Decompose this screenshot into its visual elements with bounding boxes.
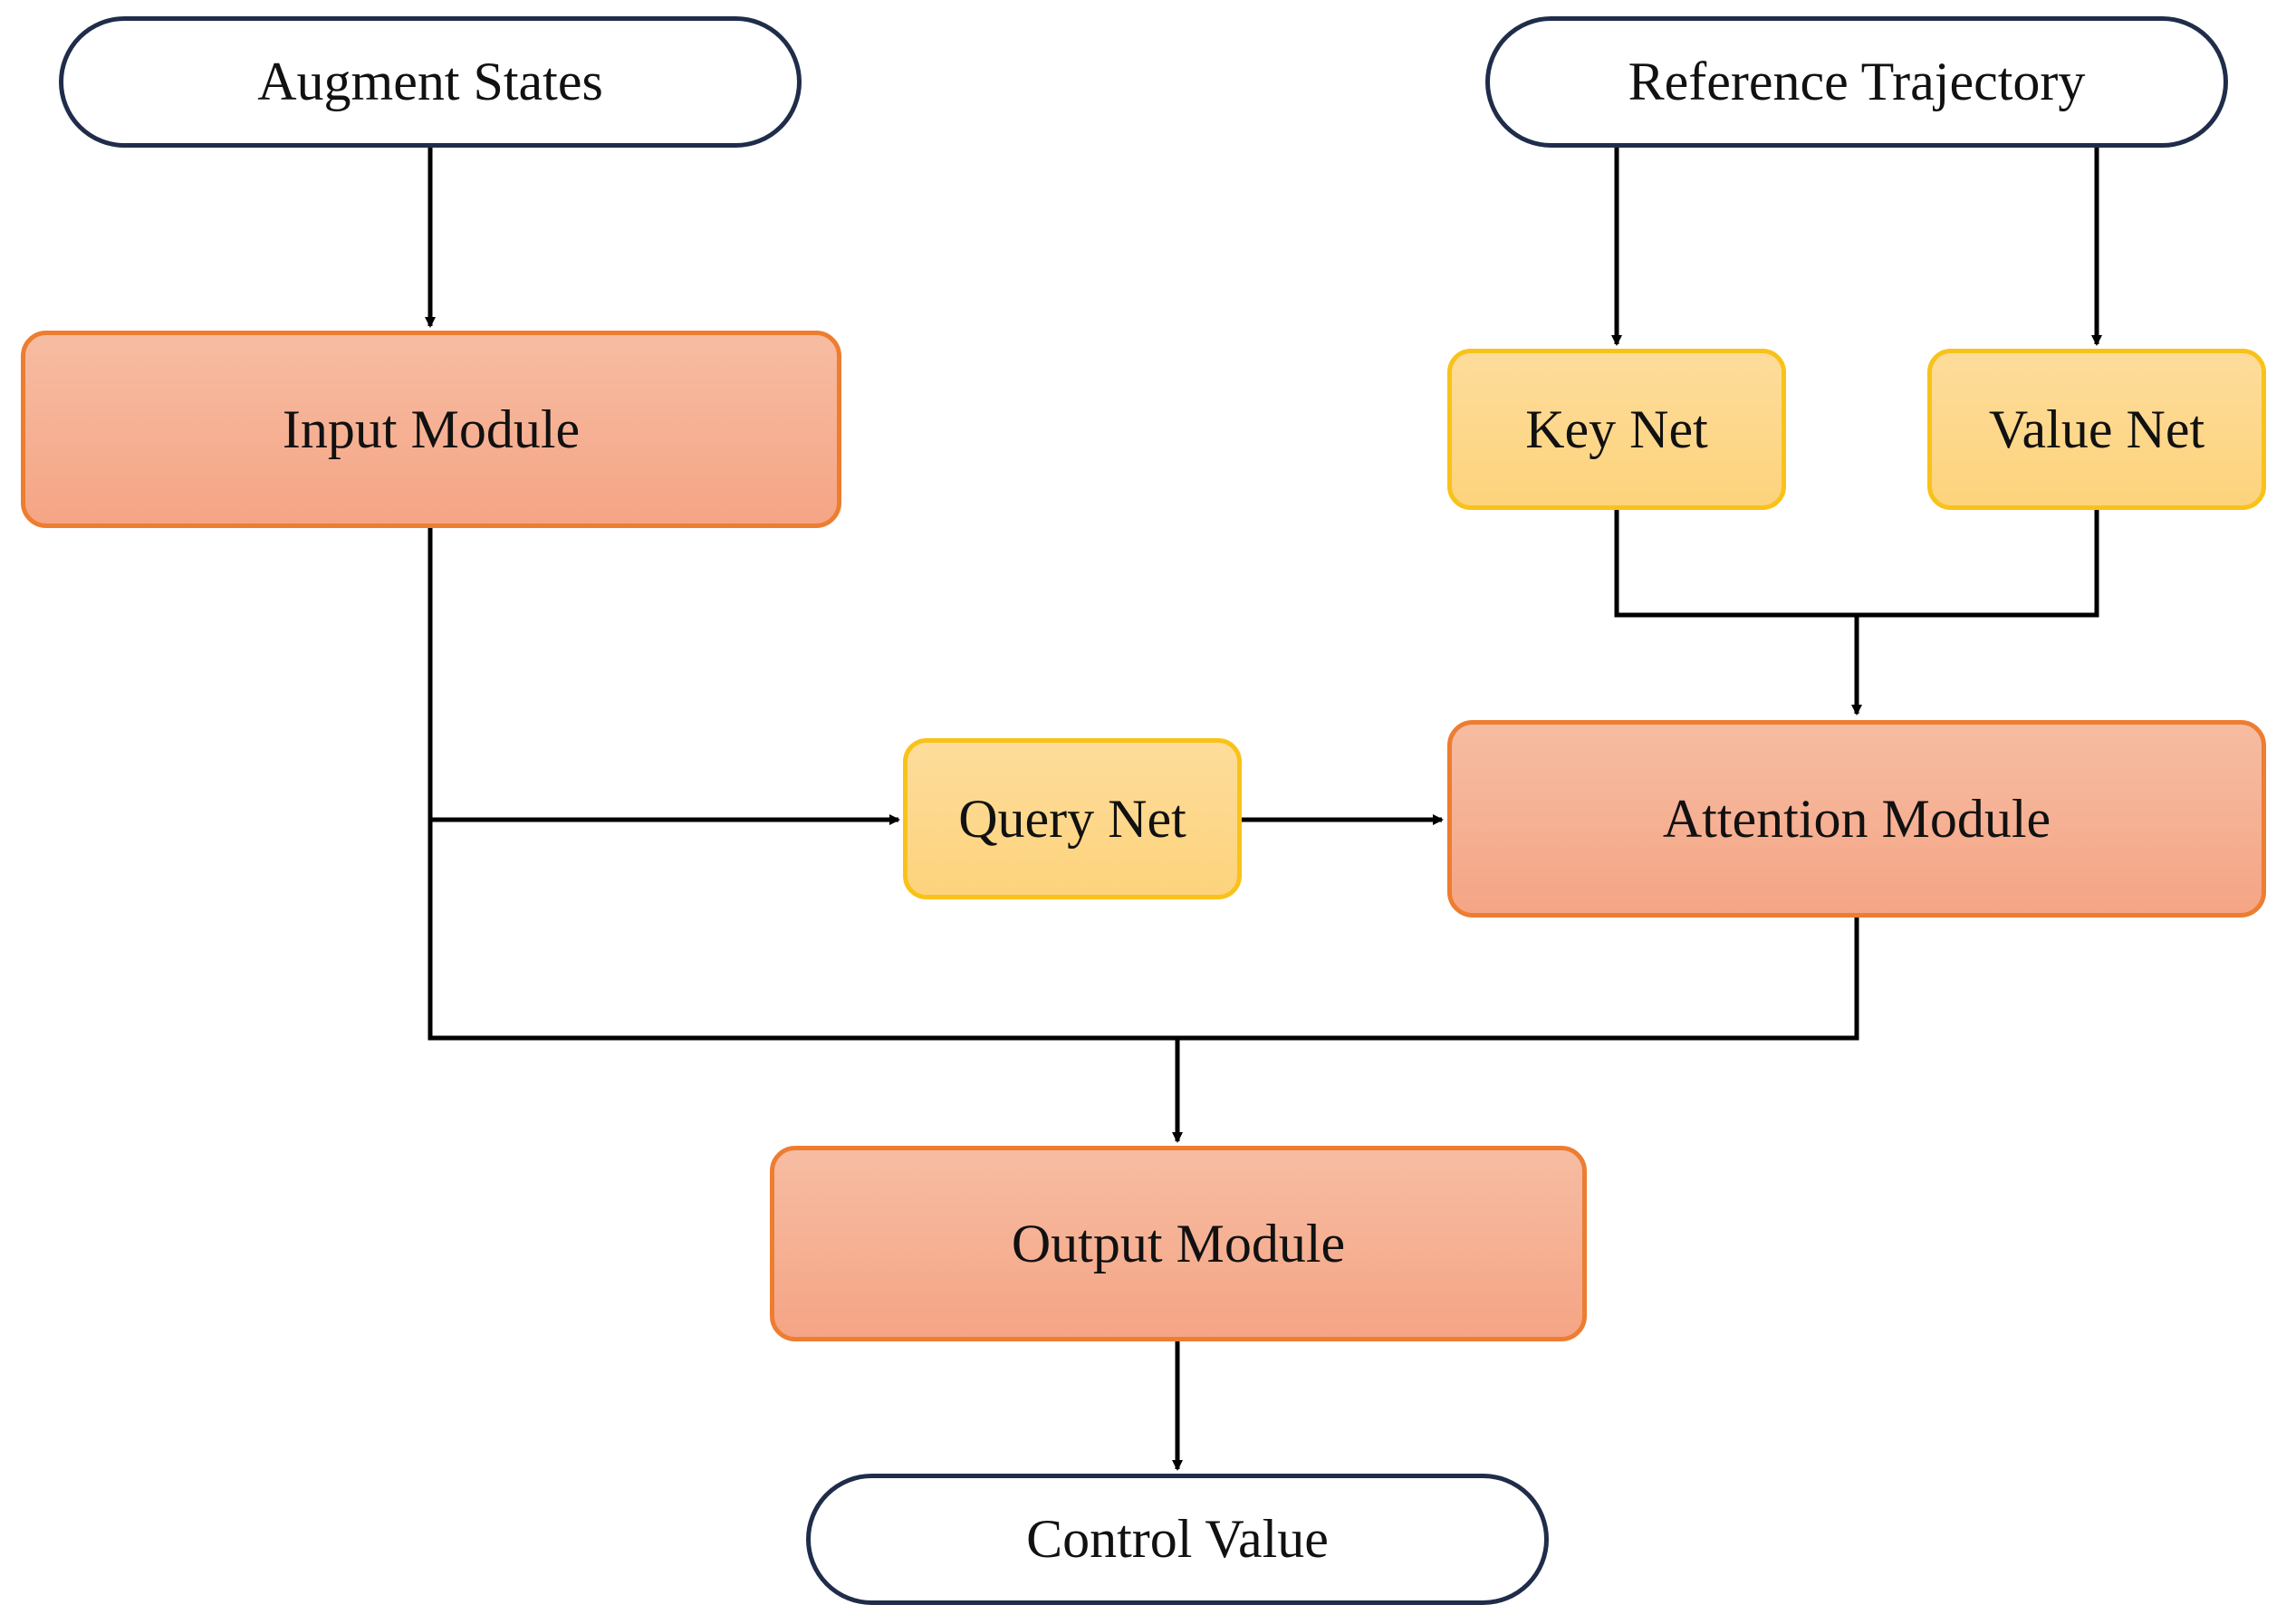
- edge-input-trunk: [427, 528, 1177, 1041]
- query-net-label: Query Net: [958, 788, 1186, 849]
- input-module-label: Input Module: [282, 399, 581, 459]
- output-module-label: Output Module: [1011, 1213, 1346, 1273]
- attention-module-node: Attention Module: [1447, 720, 2266, 918]
- augment-states-label: Augment States: [257, 52, 603, 111]
- edge-key-value-merge: [1614, 510, 2099, 618]
- reference-trajectory-label: Reference Trajectory: [1628, 52, 2086, 111]
- value-net-label: Value Net: [1988, 399, 2205, 459]
- control-value-label: Control Value: [1026, 1509, 1329, 1569]
- key-net-node: Key Net: [1447, 349, 1786, 510]
- attention-module-label: Attention Module: [1662, 788, 2051, 849]
- edge-attention-to-output: [1177, 918, 1859, 1041]
- augment-states-node: Augment States: [59, 16, 802, 148]
- value-net-node: Value Net: [1927, 349, 2266, 510]
- input-module-node: Input Module: [21, 331, 841, 528]
- key-net-label: Key Net: [1525, 399, 1708, 459]
- query-net-node: Query Net: [903, 738, 1242, 899]
- output-module-node: Output Module: [770, 1146, 1587, 1341]
- control-value-node: Control Value: [806, 1474, 1549, 1605]
- reference-trajectory-node: Reference Trajectory: [1485, 16, 2228, 148]
